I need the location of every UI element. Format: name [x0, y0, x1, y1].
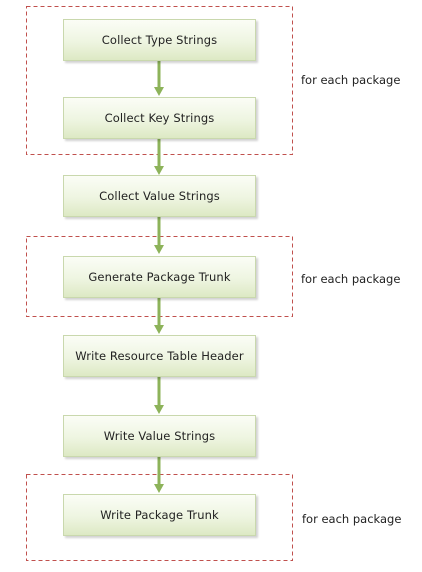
- step-collect-key-strings: Collect Key Strings: [63, 97, 256, 139]
- step-label: Write Resource Table Header: [75, 349, 244, 363]
- step-label: Write Package Trunk: [100, 508, 219, 522]
- step-label: Collect Value Strings: [99, 189, 220, 203]
- step-write-package-trunk: Write Package Trunk: [63, 494, 256, 536]
- arrow-6: [154, 457, 164, 493]
- step-write-resource-table-header: Write Resource Table Header: [63, 335, 256, 377]
- arrow-5: [154, 377, 164, 414]
- group-label-generate: for each package: [301, 272, 401, 286]
- step-label: Write Value Strings: [103, 429, 216, 443]
- step-collect-value-strings: Collect Value Strings: [63, 175, 256, 217]
- step-write-value-strings: Write Value Strings: [63, 415, 256, 457]
- step-label: Generate Package Trunk: [88, 270, 231, 284]
- arrow-4: [154, 298, 164, 334]
- group-label-collect: for each package: [301, 73, 401, 87]
- step-label: Collect Type Strings: [101, 33, 218, 47]
- arrow-3: [154, 217, 164, 254]
- group-label-write: for each package: [302, 512, 402, 526]
- step-label: Collect Key Strings: [104, 111, 215, 125]
- arrow-1: [154, 61, 164, 96]
- step-generate-package-trunk: Generate Package Trunk: [63, 256, 256, 298]
- step-collect-type-strings: Collect Type Strings: [63, 19, 256, 61]
- arrow-2: [154, 139, 164, 175]
